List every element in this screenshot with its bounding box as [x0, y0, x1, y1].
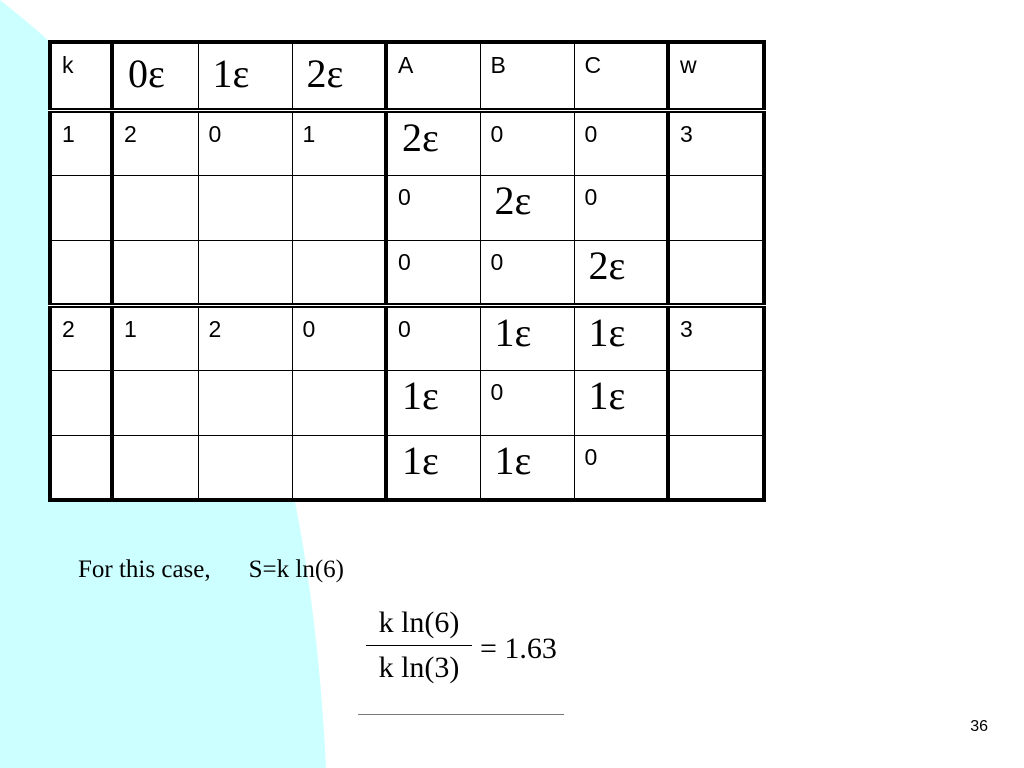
table-row: 1ε 0 1ε: [49, 369, 765, 436]
table-cell: 1ε: [385, 369, 481, 436]
table-cell: [197, 369, 293, 436]
ratio-fraction: k ln(6) k ln(3): [366, 606, 472, 685]
table-header-row: k 0ε 1ε 2ε A B C w: [49, 41, 765, 111]
table-cell: 2: [111, 107, 199, 176]
header-1-epsilon: 1ε: [197, 41, 293, 111]
table-cell: 1: [49, 107, 114, 176]
table-cell: 1ε: [479, 434, 575, 501]
table-cell: 1ε: [479, 302, 575, 371]
table-cell: 2: [49, 302, 114, 371]
table-cell: 2ε: [479, 174, 575, 241]
table-cell: [111, 369, 199, 436]
header-c: C: [573, 41, 670, 111]
table-cell: 0: [385, 239, 481, 306]
table-cell: [667, 434, 765, 501]
header-0-epsilon: 0ε: [111, 41, 199, 111]
table-cell: [49, 434, 114, 501]
table-cell: 2ε: [573, 239, 670, 306]
table-cell: [667, 239, 765, 306]
table-cell: [49, 369, 114, 436]
table-cell: 0: [573, 174, 670, 241]
energy-distribution-table: k 0ε 1ε 2ε A B C w 1 2 0 1 2ε 0 0 3 0 2ε…: [48, 40, 766, 502]
table-cell: [197, 239, 293, 306]
table-row: 1ε 1ε 0: [49, 434, 765, 501]
table-cell: 0: [385, 174, 481, 241]
table-cell: 0: [573, 107, 670, 176]
fraction-denominator: k ln(3): [378, 651, 460, 684]
page-number: 36: [970, 718, 988, 735]
table-cell: 1ε: [573, 302, 670, 371]
table-cell: 0: [197, 107, 293, 176]
table-cell: 0: [385, 302, 481, 371]
table-row: 2 1 2 0 0 1ε 1ε 3: [49, 302, 765, 371]
ratio-result: = 1.63: [480, 632, 557, 665]
table-cell: 2ε: [385, 107, 481, 176]
table-cell: [111, 239, 199, 306]
table-cell: [49, 174, 114, 241]
header-1-epsilon-text: 1ε: [212, 51, 250, 96]
table-cell: [667, 174, 765, 241]
header-2-epsilon-text: 2ε: [306, 51, 344, 96]
header-b: B: [479, 41, 575, 111]
table-cell: [111, 434, 199, 501]
table-cell: 3: [667, 302, 765, 371]
table-cell: 0: [479, 239, 575, 306]
table-cell: 1ε: [385, 434, 481, 501]
table-cell: [291, 369, 388, 436]
table-cell: [49, 239, 114, 306]
table-row: 0 0 2ε: [49, 239, 765, 306]
table-cell: [197, 174, 293, 241]
table-row: 1 2 0 1 2ε 0 0 3: [49, 107, 765, 176]
table-cell: [111, 174, 199, 241]
table-row: 0 2ε 0: [49, 174, 765, 241]
table-cell: 1: [291, 107, 388, 176]
table-cell: [291, 174, 388, 241]
header-0-epsilon-text: 0ε: [128, 51, 165, 96]
table-cell: [291, 239, 388, 306]
table-cell: [291, 434, 388, 501]
table-cell: [667, 369, 765, 436]
table-cell: 0: [479, 107, 575, 176]
entropy-statement: For this case, S=k ln(6): [78, 556, 344, 584]
case-prefix: For this case,: [78, 556, 211, 583]
table-cell: [197, 434, 293, 501]
fraction-bar: [366, 645, 472, 646]
table-cell: 0: [291, 302, 388, 371]
table-cell: 3: [667, 107, 765, 176]
table-cell: 1: [111, 302, 199, 371]
header-k: k: [49, 41, 114, 111]
table-cell: 1ε: [573, 369, 670, 436]
header-w: w: [667, 41, 765, 111]
table-cell: 0: [573, 434, 670, 501]
table-cell: 2: [197, 302, 293, 371]
table-cell: 0: [479, 369, 575, 436]
footer-divider: [358, 714, 564, 715]
header-2-epsilon: 2ε: [291, 41, 388, 111]
fraction-numerator: k ln(6): [378, 606, 460, 639]
header-a: A: [385, 41, 481, 111]
entropy-formula: S=k ln(6): [248, 556, 344, 583]
